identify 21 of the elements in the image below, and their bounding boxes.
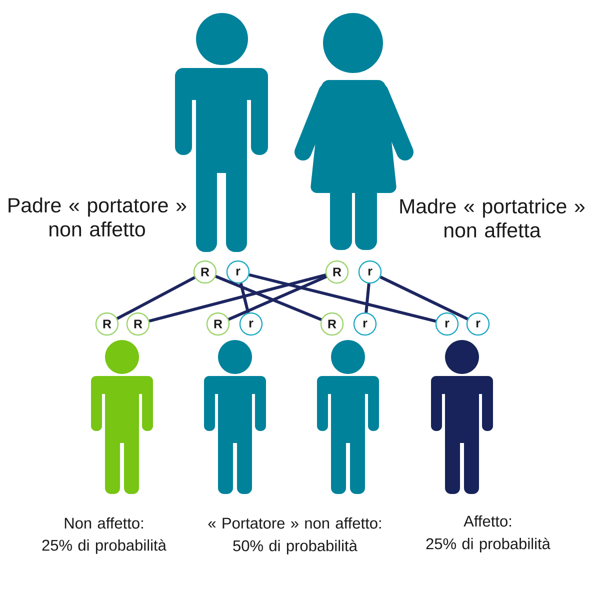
connector-line [215, 275, 322, 321]
probability-label: 50% di probabilità [233, 540, 358, 554]
connector-line [248, 273, 436, 323]
child-figure [91, 340, 153, 494]
figure-caption: Padre « portatore » non affetto [8, 197, 186, 237]
outcome-label: « Portatore » non affetto: [208, 517, 381, 529]
child-figure [204, 340, 266, 494]
connector-line [228, 275, 327, 321]
probability-label: 25% di probabilità [426, 538, 550, 552]
connector-line [239, 282, 250, 314]
connector-line [116, 276, 196, 320]
figure-caption: Madre « portatrice » non affetta [400, 198, 585, 238]
probability-label: 25% di probabilità [42, 539, 166, 554]
connector-line [364, 283, 370, 313]
child-figure [317, 340, 379, 494]
connector-line [148, 273, 326, 323]
man-figure [175, 13, 268, 252]
child-figure [431, 340, 493, 494]
outcome-label: Affetto: [464, 515, 511, 527]
outcome-label: Non affetto: [64, 517, 143, 529]
connector-line [380, 276, 468, 320]
